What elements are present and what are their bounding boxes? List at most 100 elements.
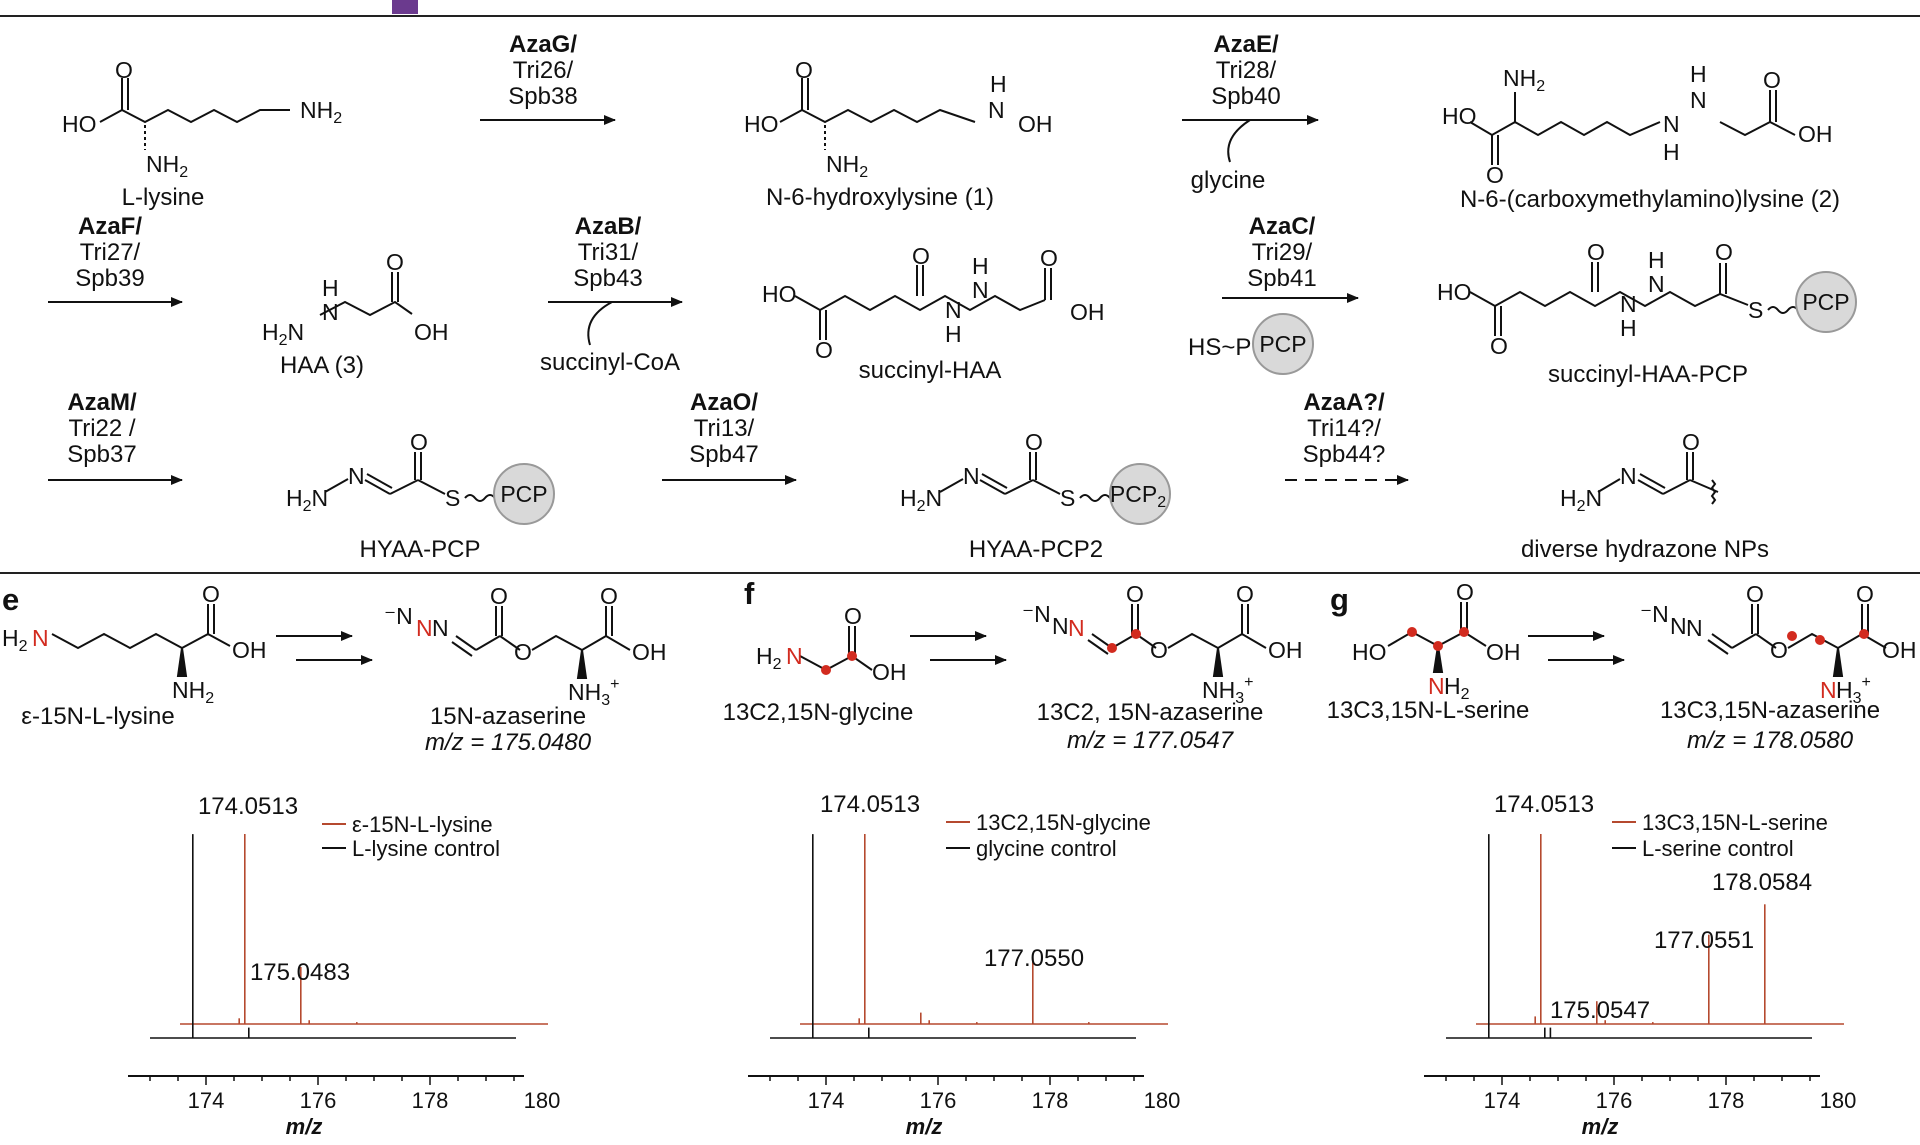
pcp-domain-1 [1795, 271, 1857, 333]
step8-enzyme-a: AzaA?/ [1303, 389, 1385, 416]
c2-nh2: NH2 [1503, 65, 1545, 95]
lysine-name: L-lysine [122, 184, 205, 211]
step7-enzyme-a: AzaO/ [690, 389, 758, 416]
hp-o: O [410, 429, 428, 455]
hp2-s: S [1060, 485, 1075, 511]
peak-label-g-1: 174.0513 [1494, 791, 1594, 818]
succinyl-haa-pcp-structure [1469, 262, 1799, 336]
f-prod-nh3: NH3+ [1202, 674, 1253, 707]
e-nh2: NH2 [172, 677, 214, 707]
peak-label-g-4: 178.0584 [1712, 869, 1812, 896]
f-n-labeled: N [786, 643, 803, 669]
compound2-structure [1469, 90, 1796, 165]
step5-enzyme-a: AzaC/ [1249, 213, 1316, 240]
x-tick-label: 176 [300, 1088, 337, 1113]
haa-h2n: H2N [262, 319, 304, 349]
shaa-n1: N [945, 297, 962, 323]
x-axis-label: m/z [286, 1114, 323, 1139]
legend-g-control: L-serine control [1642, 836, 1794, 861]
hp2-o: O [1025, 429, 1043, 455]
step1-enzyme-c: Spb38 [508, 83, 577, 110]
peak-label-g-3: 177.0551 [1654, 927, 1754, 954]
f-prod-n1: ⁻N [1022, 601, 1051, 627]
pcp-domain-2 [493, 463, 555, 525]
x-tick-label: 176 [920, 1088, 957, 1113]
step6-enzyme-c: Spb37 [67, 441, 136, 468]
g-prod-o2: O [1770, 637, 1788, 663]
c2-ho: HO [1442, 103, 1477, 129]
hyaa-pcp2-name: HYAA-PCP2 [969, 536, 1103, 563]
step2-enzyme-c: Spb40 [1211, 83, 1280, 110]
f-prod-c13-2 [1131, 629, 1141, 639]
panel-g-product-structure [1707, 604, 1887, 677]
c2-n1: N [1663, 111, 1680, 137]
hyaa-pcp-name: HYAA-PCP [360, 536, 481, 563]
f-c13-2 [847, 651, 857, 661]
x-tick-label: 178 [412, 1088, 449, 1113]
panel-f-substrate-structure [799, 626, 873, 672]
step4-enzyme-c: Spb43 [573, 265, 642, 292]
panel-e-mz: m/z = 175.0480 [425, 729, 592, 756]
step2-enzyme-b: Tri28/ [1216, 57, 1277, 84]
panel-e-letter: e [2, 582, 19, 617]
hp-h2n: H2N [286, 485, 328, 515]
g-c13-2 [1433, 641, 1443, 651]
e-prod-oh: OH [632, 639, 667, 665]
step6-enzyme-a: AzaM/ [67, 389, 137, 416]
color-swatch [392, 0, 418, 14]
legend-e-control: L-lysine control [352, 836, 500, 861]
x-axis-label: m/z [1582, 1114, 1619, 1139]
pcp-domain-3 [1109, 463, 1171, 525]
hl-ho: HO [744, 111, 779, 137]
x-tick-label: 180 [524, 1088, 561, 1113]
c2-h2: H [1690, 61, 1707, 87]
legend-e-labeled: ε-15N-L-lysine [352, 812, 493, 837]
shp-s: S [1748, 297, 1763, 323]
e-o: O [202, 581, 220, 607]
shaa-o1: O [815, 337, 833, 363]
haa-name: HAA (3) [280, 352, 364, 379]
pcp-label-3: PCP2 [1110, 481, 1166, 511]
f-prod-o3: O [1236, 581, 1254, 607]
shaa-h2: H [972, 253, 989, 279]
g-prod-c13-3 [1859, 629, 1869, 639]
e-prod-o2: O [514, 639, 532, 665]
hydrazone-name: diverse hydrazone NPs [1521, 536, 1769, 563]
e-prod-o1: O [490, 583, 508, 609]
step4-enzyme-a: AzaB/ [575, 213, 642, 240]
f-c13-1 [821, 665, 831, 675]
succinyl-haa-pcp-name: succinyl-HAA-PCP [1548, 361, 1748, 388]
panel-e-substrate-structure [51, 604, 231, 677]
f-prod-o2: O [1150, 637, 1168, 663]
shaa-o3: O [1040, 245, 1058, 271]
e-prod-n2: N [416, 615, 433, 641]
succinyl-haa-name: succinyl-HAA [859, 357, 1002, 384]
e-oh: OH [232, 637, 267, 663]
g-prod-o3: O [1856, 581, 1874, 607]
f-o: O [844, 603, 862, 629]
hydroxylysine-structure [779, 78, 976, 150]
f-oh: OH [872, 659, 907, 685]
step4-cosubstrate: succinyl-CoA [540, 349, 680, 376]
step5-enzyme-b: Tri29/ [1252, 239, 1313, 266]
pcp-label-1: PCP [1802, 289, 1849, 315]
legend-f: 13C2,15N-glycine glycine control [946, 810, 1151, 861]
hydroxylysine-name: N-6-hydroxylysine (1) [766, 184, 994, 211]
shaa-h1: H [945, 321, 962, 347]
panel-g-letter: g [1330, 582, 1349, 617]
f-h2: H2 [756, 643, 782, 673]
hz-n: N [1620, 463, 1637, 489]
e-n-labeled: N [32, 625, 49, 651]
f-prod-n2: N [1052, 613, 1069, 639]
hl-o: O [795, 57, 813, 83]
g-oh: OH [1486, 639, 1521, 665]
g-prod-c13-2 [1815, 635, 1825, 645]
panel-e-product-name: 15N-azaserine [430, 703, 586, 730]
c2-o2: O [1763, 67, 1781, 93]
g-prod-o1: O [1746, 581, 1764, 607]
x-tick-label: 174 [808, 1088, 845, 1113]
glycine-curve [1227, 119, 1251, 163]
hp-s: S [445, 485, 460, 511]
